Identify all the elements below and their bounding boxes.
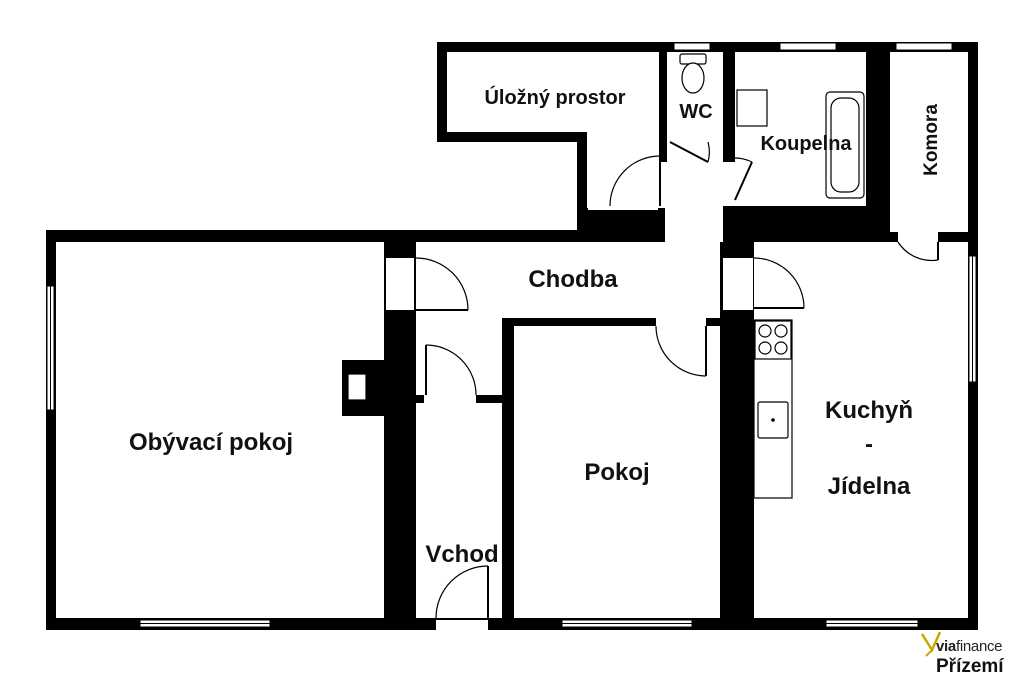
toilet (679, 53, 707, 94)
room-label-hallway: Chodba (528, 266, 618, 293)
logo-brand-prefix: via (936, 638, 956, 655)
room-label-kitchen-line1: Kuchyň (825, 397, 913, 424)
room-label-bathroom: Koupelna (760, 133, 852, 155)
room-label-kitchen-line2: - (865, 431, 873, 458)
logo-mark-icon (920, 631, 942, 657)
room-label-storage: Úložný prostor (484, 85, 625, 109)
room-label-pantry: Komora (921, 104, 942, 176)
logo-brand-suffix: finance (955, 638, 1003, 655)
bathroom-sink (736, 89, 768, 127)
room-label-living-room: Obývací pokoj (129, 429, 293, 456)
room-label-room: Pokoj (584, 459, 649, 486)
brand-logo: viafinance Přízemí (918, 628, 1022, 682)
doors (415, 141, 939, 619)
windows (46, 42, 977, 630)
walls (46, 42, 978, 630)
logo-brand-text: viafinance (936, 638, 1003, 655)
chimney-flue (347, 373, 367, 401)
room-label-kitchen-line3: Jídelna (828, 473, 911, 500)
room-label-entrance: Vchod (425, 541, 498, 568)
kitchen-counter (753, 319, 793, 499)
floor-label: Přízemí (936, 656, 1004, 677)
bathtub (825, 91, 865, 199)
room-label-wc: WC (679, 101, 712, 123)
